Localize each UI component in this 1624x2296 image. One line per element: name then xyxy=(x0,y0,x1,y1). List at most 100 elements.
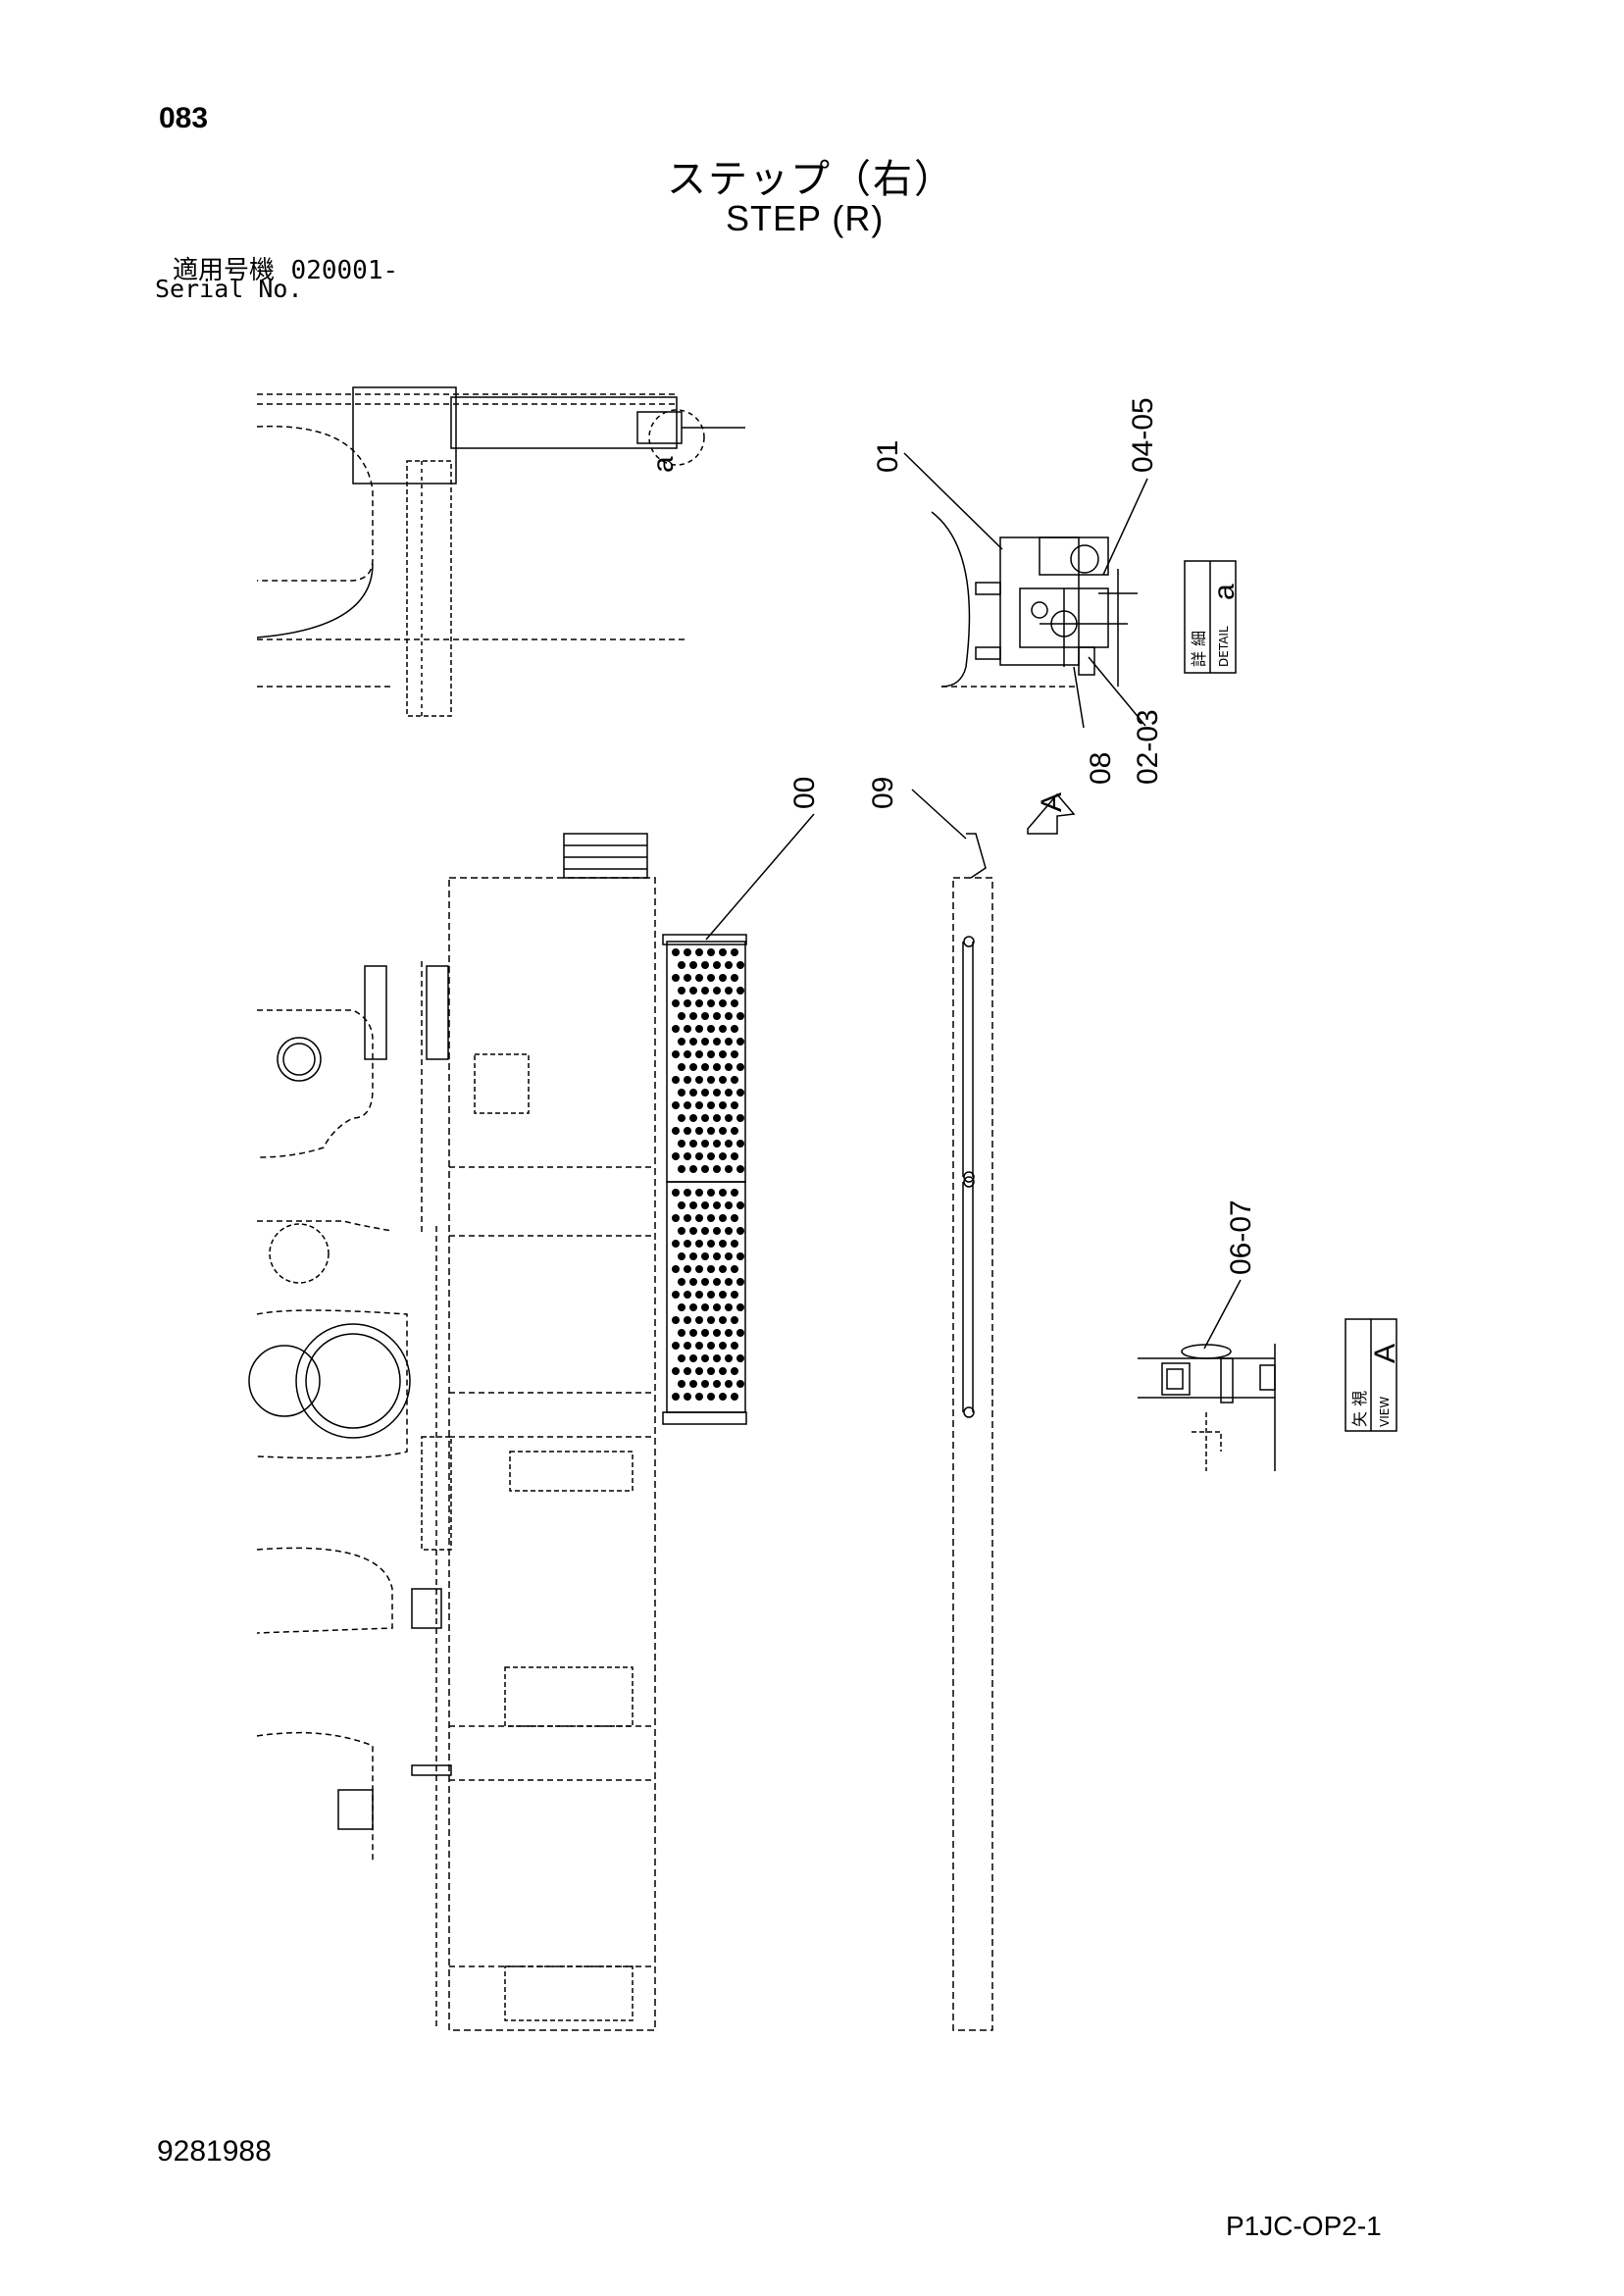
step-hole xyxy=(701,1354,709,1362)
step-hole xyxy=(684,1393,691,1401)
step-hole xyxy=(731,1214,738,1222)
step-hole xyxy=(689,1063,697,1071)
step-hole xyxy=(684,1076,691,1084)
step-hole xyxy=(719,1127,727,1135)
step-hole xyxy=(707,1240,715,1248)
step-hole xyxy=(672,974,680,982)
step-hole xyxy=(731,974,738,982)
step-hole xyxy=(731,948,738,956)
step-hole xyxy=(695,1265,703,1273)
step-hole xyxy=(736,1089,744,1097)
step-hole xyxy=(725,1329,733,1337)
step-hole xyxy=(684,1240,691,1248)
step-hole xyxy=(731,1316,738,1324)
step-hole xyxy=(701,987,709,995)
step-hole xyxy=(707,1025,715,1033)
step-hole xyxy=(736,1201,744,1209)
step-hole xyxy=(713,1380,721,1388)
step-hole xyxy=(725,1303,733,1311)
step-hole xyxy=(701,961,709,969)
step-hole xyxy=(725,1278,733,1286)
step-hole xyxy=(672,1265,680,1273)
step-hole xyxy=(701,1278,709,1286)
step-hole xyxy=(695,999,703,1007)
step-hole xyxy=(707,1291,715,1299)
step-hole xyxy=(725,1114,733,1122)
step-hole xyxy=(678,1063,685,1071)
step-hole xyxy=(731,1101,738,1109)
step-hole xyxy=(672,1316,680,1324)
step-hole xyxy=(725,1063,733,1071)
step-hole xyxy=(731,1367,738,1375)
step-hole xyxy=(736,961,744,969)
step-hole xyxy=(695,1189,703,1197)
step-hole xyxy=(695,1342,703,1350)
step-hole xyxy=(707,1342,715,1350)
page-code: P1JC-OP2-1 xyxy=(1226,2211,1382,2241)
step-hole xyxy=(731,1152,738,1160)
view-box-en: VIEW xyxy=(1378,1397,1392,1427)
step-hole xyxy=(731,1025,738,1033)
step-hole xyxy=(707,1316,715,1324)
step-hole xyxy=(684,948,691,956)
leader-00 xyxy=(705,813,815,941)
detail-box-en: DETAIL xyxy=(1217,626,1231,667)
step-hole xyxy=(701,1063,709,1071)
step-hole xyxy=(736,1227,744,1235)
serial-label-jp: 適用号機 020001- xyxy=(173,250,398,286)
step-hole xyxy=(684,1291,691,1299)
step-hole xyxy=(684,974,691,982)
step-hole-pattern xyxy=(672,948,744,1401)
step-panels xyxy=(662,934,747,1425)
step-hole xyxy=(689,1380,697,1388)
step-hole xyxy=(672,999,680,1007)
step-hole xyxy=(731,1342,738,1350)
step-hole xyxy=(713,1303,721,1311)
step-hole xyxy=(689,1329,697,1337)
step-hole xyxy=(672,1291,680,1299)
view-a-drawing xyxy=(1138,1279,1276,1471)
step-hole xyxy=(725,987,733,995)
step-hole xyxy=(736,1278,744,1286)
step-hole xyxy=(684,1265,691,1273)
step-hole xyxy=(719,1265,727,1273)
step-hole xyxy=(684,1316,691,1324)
step-hole xyxy=(672,1101,680,1109)
step-hole xyxy=(713,961,721,969)
step-hole xyxy=(678,1165,685,1173)
step-hole xyxy=(689,1252,697,1260)
serial-label-jp-text: 適用号機 xyxy=(173,256,276,285)
callout-02-03: 02-03 xyxy=(1132,709,1164,785)
left-equipment xyxy=(248,965,452,1863)
step-hole xyxy=(701,1089,709,1097)
side-bar xyxy=(911,789,993,2031)
step-hole xyxy=(672,1050,680,1058)
step-hole xyxy=(695,1050,703,1058)
step-hole xyxy=(684,1025,691,1033)
step-hole xyxy=(713,1227,721,1235)
step-hole xyxy=(689,1012,697,1020)
step-hole xyxy=(713,1278,721,1286)
detail-a-drawing xyxy=(903,452,1148,729)
step-hole xyxy=(701,1227,709,1235)
main-frame xyxy=(421,833,656,2031)
step-hole xyxy=(695,1291,703,1299)
step-hole xyxy=(713,1354,721,1362)
step-hole xyxy=(707,1127,715,1135)
step-hole xyxy=(736,1165,744,1173)
step-hole xyxy=(689,1165,697,1173)
step-hole xyxy=(672,1025,680,1033)
step-hole xyxy=(684,1214,691,1222)
step-hole xyxy=(678,1012,685,1020)
step-hole xyxy=(736,1038,744,1046)
step-hole xyxy=(731,1076,738,1084)
callout-04-05: 04-05 xyxy=(1127,397,1159,473)
serial-label-en: Serial No. xyxy=(155,275,303,303)
callout-00: 00 xyxy=(788,777,821,809)
step-hole xyxy=(689,1140,697,1148)
step-hole xyxy=(707,1214,715,1222)
step-hole xyxy=(719,1291,727,1299)
step-hole xyxy=(678,1354,685,1362)
page-title-en: STEP (R) xyxy=(726,198,885,238)
step-hole xyxy=(736,1012,744,1020)
